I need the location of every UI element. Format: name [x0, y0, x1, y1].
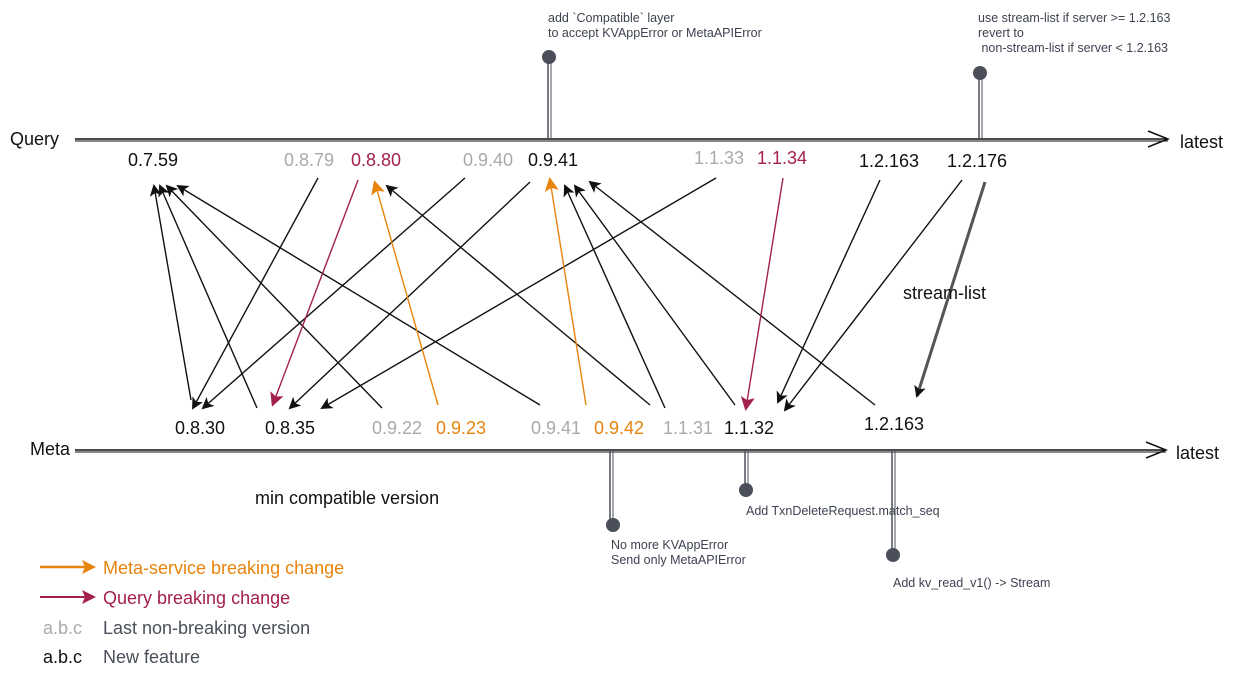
arrow-m0830-to-q0759	[149, 184, 192, 401]
query-version-0879: 0.8.79	[284, 150, 334, 170]
query-axis-end-label: latest	[1180, 132, 1223, 152]
svg-text:use stream-list if server >= 1: use stream-list if server >= 1.2.163	[978, 11, 1170, 25]
pin-icon	[973, 66, 987, 80]
legend-last-nonbreaking: Last non-breaking version	[103, 618, 310, 638]
meta-version-0941: 0.9.41	[531, 418, 581, 438]
svg-text:Send only MetaAPIError: Send only MetaAPIError	[611, 553, 746, 567]
arrow-q12163-to-m1132	[776, 179, 881, 404]
query-version-0941: 0.9.41	[528, 150, 578, 170]
pin-icon	[739, 483, 753, 497]
arrow-q1134-to-m1132-crimson	[740, 177, 784, 411]
arrow-q12176-to-m12163-stream-list	[914, 181, 987, 398]
svg-text:to accept KVAppError or MetaAP: to accept KVAppError or MetaAPIError	[548, 26, 762, 40]
arrow-m0941-to-q0880	[385, 184, 651, 406]
stream-list-label: stream-list	[903, 283, 986, 303]
pin-icon	[606, 518, 620, 532]
meta-axis-label: Meta	[30, 439, 71, 459]
meta-version-0835: 0.8.35	[265, 418, 315, 438]
pin-icon	[542, 50, 556, 64]
arrow-m1131-to-q0941	[563, 184, 666, 409]
arrow-m0941-to-q0759	[176, 184, 541, 406]
arrow-m0942-to-q0941-orange	[544, 177, 587, 406]
arrow-q0879-to-m0830	[192, 177, 319, 410]
arrow-q1133-to-m0835	[320, 177, 717, 410]
meta-version-12163: 1.2.163	[864, 414, 924, 434]
query-version-0940: 0.9.40	[463, 150, 513, 170]
query-version-0880: 0.8.80	[351, 150, 401, 170]
legend-query-breaking: Query breaking change	[103, 588, 290, 608]
arrow-q0940-to-m0830	[201, 177, 466, 410]
note-kv-read: Add kv_read_v1() -> Stream	[886, 450, 1050, 590]
arrow-m12163-to-q0941	[588, 180, 876, 406]
svg-text:Add kv_read_v1() -> Stream: Add kv_read_v1() -> Stream	[893, 576, 1050, 590]
meta-version-0922: 0.9.22	[372, 418, 422, 438]
legend-new-feature: New feature	[103, 647, 200, 667]
arrow-m1132-to-q0941	[573, 184, 736, 406]
query-version-1133: 1.1.33	[694, 148, 744, 168]
legend: Meta-service breaking change Query break…	[40, 558, 344, 667]
note-no-more-kvapperror: No more KVAppError Send only MetaAPIErro…	[606, 450, 746, 567]
meta-version-1131: 1.1.31	[663, 418, 713, 438]
arrow-m0923-to-q0880-orange	[371, 180, 439, 406]
legend-new-feature-sample: a.b.c	[43, 647, 82, 667]
query-version-0759: 0.7.59	[128, 150, 178, 170]
note-stream-list-server: use stream-list if server >= 1.2.163 rev…	[973, 11, 1170, 139]
legend-nonbreaking-sample: a.b.c	[43, 618, 82, 638]
meta-version-0830: 0.8.30	[175, 418, 225, 438]
meta-version-1132: 1.1.32	[724, 418, 774, 438]
arrow-m0922-to-q0759	[165, 184, 383, 409]
note-txn-delete: Add TxnDeleteRequest.match_seq	[739, 450, 940, 518]
query-axis-label: Query	[10, 129, 59, 149]
meta-axis-end-label: latest	[1176, 443, 1219, 463]
legend-meta-breaking: Meta-service breaking change	[103, 558, 344, 578]
compat-arrows	[149, 177, 987, 412]
meta-version-0923: 0.9.23	[436, 418, 486, 438]
arrow-q0941-to-m0835	[288, 181, 531, 410]
arrow-q12176-to-m1132	[783, 179, 963, 412]
note-compatible-layer: add `Compatible` layer to accept KVAppEr…	[542, 11, 762, 139]
svg-text:non-stream-list if server < 1.: non-stream-list if server < 1.2.163	[978, 41, 1168, 55]
svg-text:revert to: revert to	[978, 26, 1024, 40]
arrow-m0835-to-q0759	[158, 184, 258, 409]
svg-text:add `Compatible` layer: add `Compatible` layer	[548, 11, 674, 25]
svg-text:Add TxnDeleteRequest.match_seq: Add TxnDeleteRequest.match_seq	[746, 504, 940, 518]
query-version-12163: 1.2.163	[859, 151, 919, 171]
query-version-12176: 1.2.176	[947, 151, 1007, 171]
svg-text:No more KVAppError: No more KVAppError	[611, 538, 728, 552]
pin-icon	[886, 548, 900, 562]
meta-version-0942: 0.9.42	[594, 418, 644, 438]
query-version-1134: 1.1.34	[757, 148, 807, 168]
min-compatible-version-label: min compatible version	[255, 488, 439, 508]
arrow-q0880-to-m0835-crimson	[270, 179, 359, 407]
